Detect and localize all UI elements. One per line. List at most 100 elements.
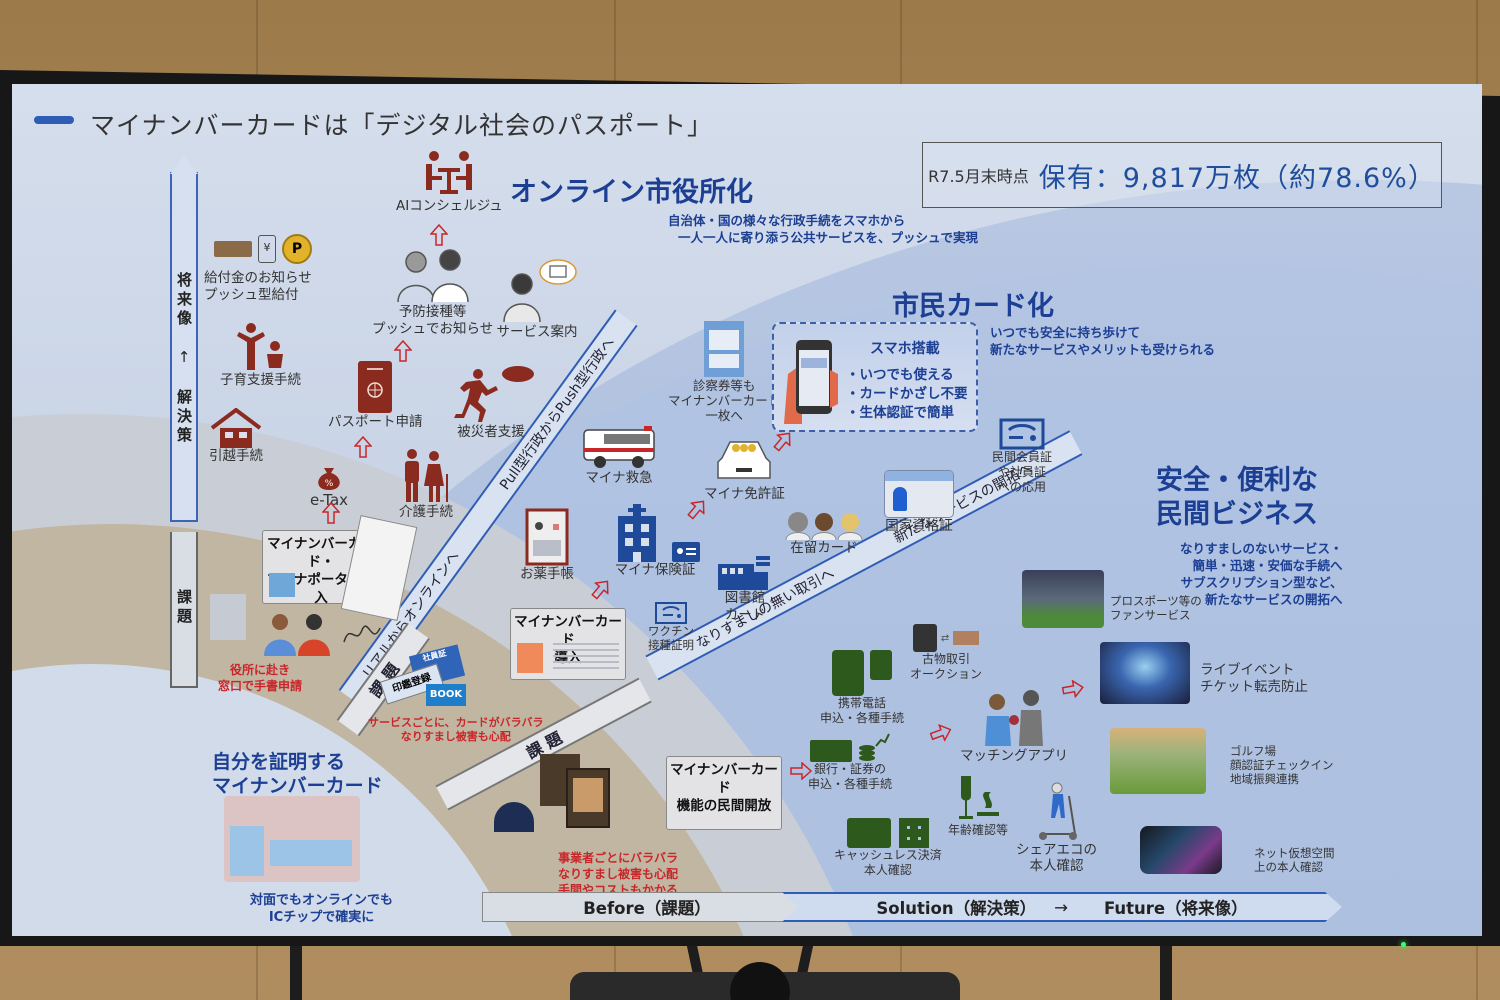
stat-date-label: R7.5月末時点 (928, 167, 1029, 186)
smartphone-icon (832, 650, 864, 696)
item-library-card: 図書館 カード (718, 554, 772, 624)
title-accent-bar (34, 116, 74, 124)
issue-cards-scattered-text: サービスごとに、カードがバラバラ なりすまし被害も心配 (368, 716, 544, 743)
certificate-icon (655, 602, 687, 624)
hospital-icon (618, 504, 656, 562)
item-passport: パスポート申請 (328, 360, 423, 431)
section-title-citizen-card: 市民カード化 (892, 291, 1054, 322)
up-right-arrow-icon (687, 500, 705, 520)
library-icon (718, 556, 770, 590)
label-virtual-space: ネット仮想空間 上の本人確認 (1254, 846, 1335, 874)
photo-live-event (1100, 642, 1190, 704)
tablet-face-icon (566, 768, 610, 828)
card-private-open: マイナンバーカード 機能の民間開放 (666, 756, 782, 830)
person-scanning-icon (494, 802, 534, 832)
item-cashless-payment: キャッシュレス決済 本人確認 (834, 818, 942, 878)
section-sub-private-business: なりすましのないサービス・ 簡単・迅速・安価な手続へ サブスクリプション型など、… (1180, 541, 1343, 607)
tv-stand-leg (1160, 940, 1172, 1000)
coins-chart-icon (859, 733, 890, 761)
item-used-goods-auction: ⇄ 古物取引 オークション (910, 624, 982, 682)
section-title-private-business: 安全・便利な 民間ビジネス (1156, 465, 1318, 530)
smartphone-bullets: ・いつでも使える ・カードかざし不要 ・生体認証で簡単 (846, 367, 968, 421)
photo-pro-sports (1022, 570, 1104, 628)
exchange-arrows-icon: ⇄ (940, 632, 950, 644)
item-age-verification: 年齢確認等 (948, 776, 1008, 839)
item-national-license: 国家資格証 (884, 470, 954, 535)
section-sub-online-city-hall: 自治体・国の様々な行政手続をスマホから 一人一人に寄り添う公共サービスを、プッシ… (668, 213, 979, 245)
id-card-icon (953, 631, 980, 645)
smartphone-feature-box: スマホ搭載 ・いつでも使える ・カードかざし不要 ・生体認証で簡単 (772, 322, 978, 432)
item-private-member-card: 民間会員証 や社員証 への応用 (992, 418, 1052, 495)
scattered-cards-illustration: 社員証 印鑑登録 BOOK (379, 644, 482, 714)
wine-cigarette-icon (959, 776, 999, 819)
card-photo (230, 826, 264, 876)
bank-card-icon (214, 241, 252, 257)
label-pro-sports: プロスポーツ等の ファンサービス (1110, 594, 1202, 622)
item-nursing-care: 介護手続 (396, 448, 456, 521)
item-benefit-notice: ¥ P 給付金のお知らせ プッシュ型給付 (204, 234, 312, 304)
item-myna-license: マイナ免許証 (704, 436, 785, 503)
flow-before: Before（課題） (482, 892, 812, 922)
slide-title: マイナンバーカードは「デジタル社会のパスポート」 (90, 111, 714, 140)
smartphone-title: スマホ搭載 (870, 341, 940, 357)
member-card-icon (999, 418, 1045, 450)
item-medicine-notebook: お薬手帳 (520, 508, 574, 583)
item-ai-concierge: AIコンシェルジュ (396, 150, 503, 215)
benefit-icons: ¥ P (214, 234, 312, 264)
issue-business-text: 事業者ごとにバラバラ なりすまし被害も心配 手間やコストもかかる (558, 851, 679, 897)
axis-up-arrow: ↑ (177, 348, 191, 366)
house-icon (210, 408, 262, 448)
vaccination-icon (396, 249, 469, 303)
book-card: BOOK (426, 684, 466, 706)
camera-lens (730, 962, 790, 1000)
passport-icon (358, 361, 393, 413)
self-proof-caption: 対面でもオンラインでも ICチップで確実に (250, 893, 394, 925)
medicine-notebook-icon (525, 508, 569, 566)
counter-clerk-icon (264, 614, 330, 656)
signature-scribble-icon (343, 625, 381, 643)
item-service-guide: サービス案内 (492, 254, 582, 341)
card-chip-area (270, 840, 352, 866)
item-share-economy: シェアエコの 本人確認 (1016, 782, 1097, 874)
license-card-icon (884, 470, 954, 518)
item-matching-app: マッチングアプリ (960, 688, 1068, 765)
item-childcare: 子育支援手続 (220, 322, 301, 389)
item-myna-insurance: マイナ保険証 (610, 504, 700, 579)
right-arrow-icon (929, 723, 952, 743)
point-coin-icon: P (282, 234, 312, 264)
up-arrow-icon (430, 224, 448, 246)
meeting-table-icon (426, 151, 473, 194)
right-arrow-icon (790, 762, 812, 780)
ambulance-icon (583, 426, 655, 468)
section-title-online-city-hall: オンライン市役所化 (510, 177, 753, 208)
vertical-axis-arrow-issue (170, 532, 198, 688)
car-icon (717, 441, 772, 479)
id-card-icon (672, 542, 700, 562)
stat-value: 保有：9,817万枚（約78.6%） (1038, 162, 1436, 194)
up-right-arrow-icon (773, 432, 791, 452)
axis-label-solution: 解決策 (175, 389, 193, 446)
banknote-icon (810, 740, 852, 762)
item-residence-card: 在留カード (784, 508, 864, 557)
scooter-rider-icon (1038, 782, 1077, 840)
vertical-axis-arrow-future (170, 172, 198, 522)
photo-virtual-space (1140, 826, 1222, 874)
person-icon (893, 487, 907, 511)
issue-office-text: 役所に赴き 窓口で手書申請 (218, 663, 303, 693)
item-vaccination-notice: 予防接種等 プッシュでお知らせ (372, 244, 493, 338)
mynumber-card-illustration (224, 796, 360, 882)
tv-power-led (1401, 942, 1406, 947)
right-arrow-icon (1061, 679, 1084, 699)
business-verification-illustration (494, 754, 614, 834)
item-myna-ambulance: マイナ救急 (582, 424, 656, 487)
axis-label-issue: 課題 (175, 589, 193, 627)
hand-phone-icon (784, 340, 838, 424)
section-sub-citizen-card: いつでも安全に持ち歩けて 新たなサービスやメリットも受けられる (990, 325, 1216, 357)
patient-card-icon (704, 321, 745, 377)
up-right-arrow-icon (591, 580, 609, 600)
qr-code-icon (898, 818, 929, 848)
woman-mail-icon (503, 259, 577, 323)
up-arrow-icon (322, 502, 340, 524)
presentation-slide: マイナンバーカードは「デジタル社会のパスポート」 R7.5月末時点 保有：9,8… (12, 84, 1482, 936)
section-title-self-proof: 自分を証明する マイナンバーカード (212, 751, 383, 797)
